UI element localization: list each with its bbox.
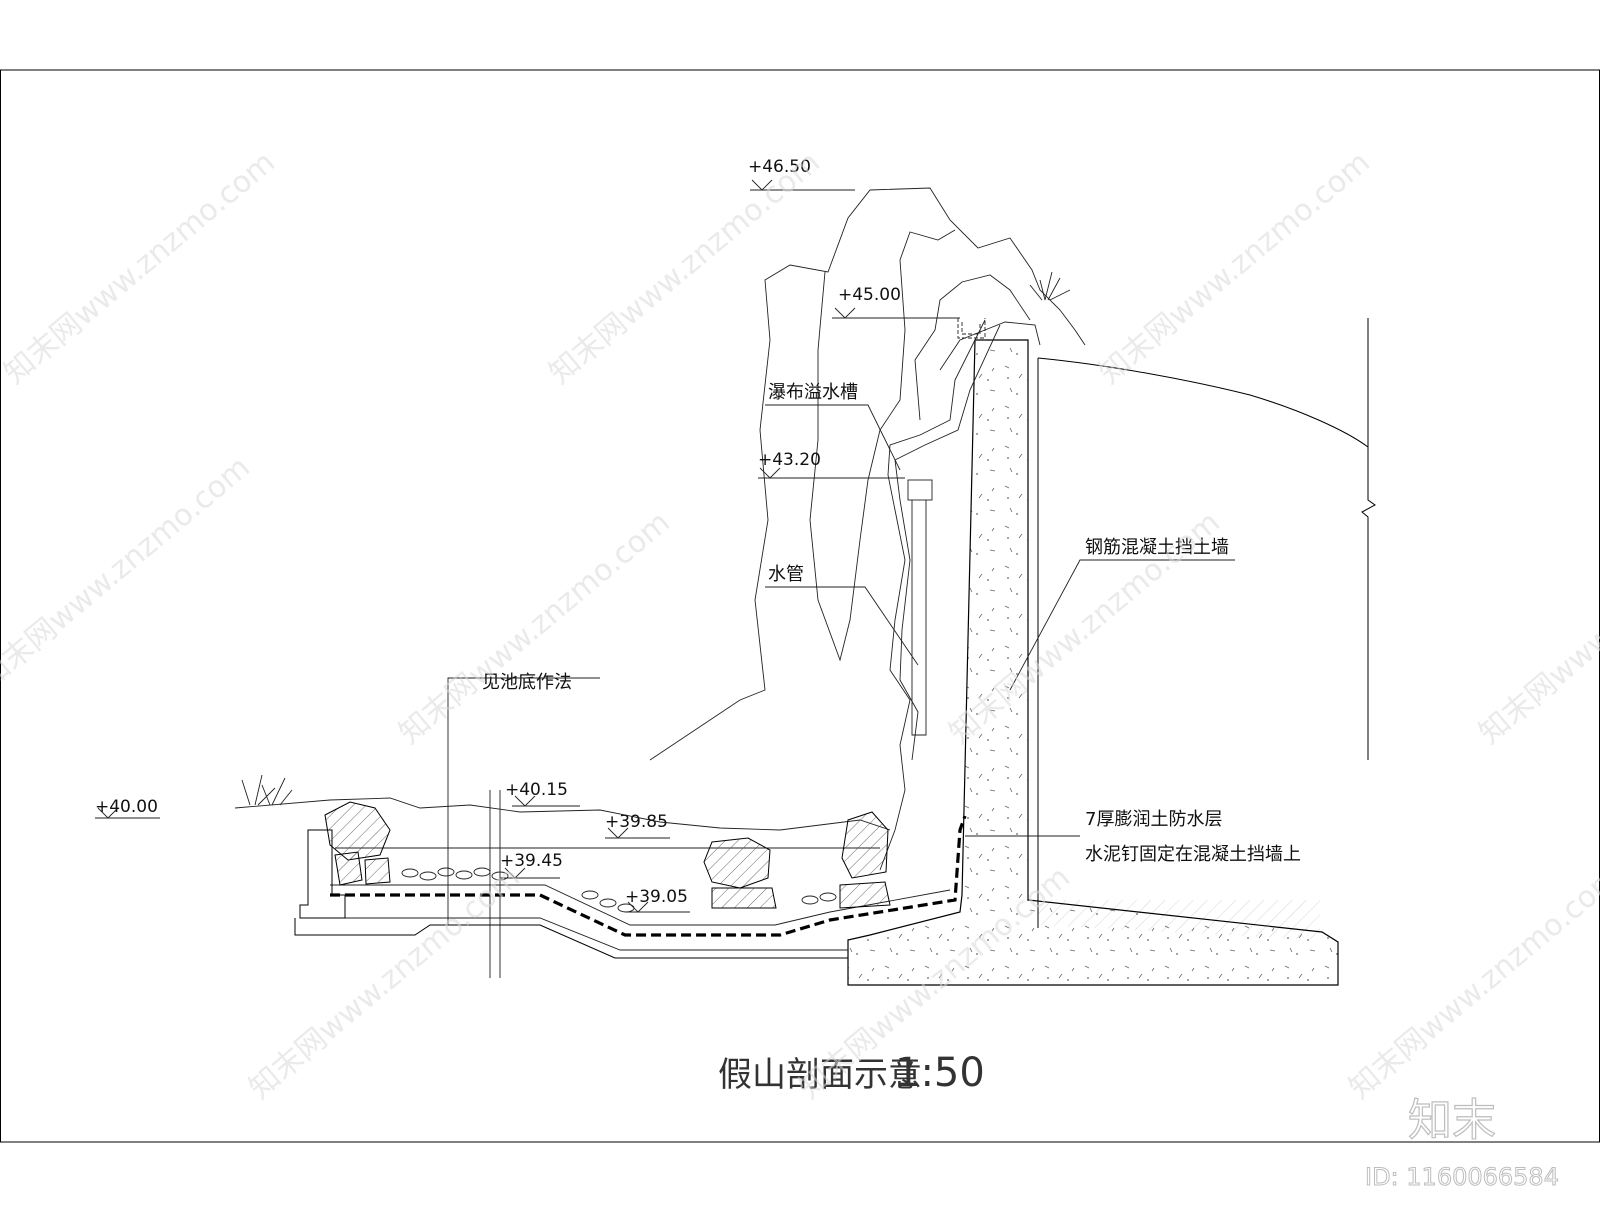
pool-edge-wall (299, 829, 346, 919)
elevation-39-05: +39.05 (625, 887, 690, 913)
pipe-head (907, 479, 933, 501)
svg-text:+39.45: +39.45 (500, 851, 563, 871)
pool-base-mid (330, 917, 848, 951)
watermark-id: ID: 1160066584 (1365, 1163, 1559, 1191)
label-waterproof: 7厚膨润土防水层 水泥钉固定在混凝土挡墙上 (965, 809, 1301, 865)
label-overflow-trough: 瀑布溢水槽 (765, 382, 901, 471)
svg-text:+39.85: +39.85 (605, 812, 668, 832)
svg-text:+40.15: +40.15 (505, 780, 568, 800)
watermark-brand: 知末 (1408, 1095, 1496, 1146)
svg-text:水泥钉固定在混凝土挡墙上: 水泥钉固定在混凝土挡墙上 (1085, 844, 1301, 865)
plant-left (241, 774, 293, 806)
pool-bed-line (330, 884, 951, 926)
svg-text:+45.00: +45.00 (838, 285, 901, 305)
svg-text:7厚膨润土防水层: 7厚膨润土防水层 (1085, 809, 1222, 830)
svg-text:+46.50: +46.50 (748, 157, 811, 177)
waterfall-face (879, 319, 986, 871)
rockery-inner-2 (914, 274, 1031, 421)
svg-text:见池底作法: 见池底作法 (482, 672, 572, 693)
pool-base-outer (294, 918, 848, 959)
elevation-45-00: +45.00 (832, 285, 960, 319)
rockery-inner-1 (809, 229, 956, 662)
elevation-43-20: +43.20 (758, 450, 905, 479)
svg-text:水管: 水管 (768, 564, 804, 585)
drawing-title: 假山剖面示意 1:50 (718, 1050, 985, 1096)
plant-top (1029, 271, 1071, 301)
svg-text:+39.05: +39.05 (625, 887, 688, 907)
elevation-40-00: +40.00 (95, 797, 160, 819)
elevation-39-45: +39.45 (500, 851, 563, 879)
pool-pipe (489, 790, 501, 978)
overflow-trough (957, 318, 986, 339)
svg-text:知末网www.znzmo.com: 知末网www.znzmo.com (393, 505, 677, 751)
label-pool-bottom: 见池底作法 (447, 672, 600, 925)
svg-text:假山剖面示意: 假山剖面示意 (718, 1055, 922, 1095)
elevation-39-85: +39.85 (605, 812, 670, 839)
rockery-inner-3 (939, 321, 1041, 371)
svg-text:知末网www.znzmo.com: 知末网www.znzmo.com (1093, 145, 1377, 391)
watermark-text: 知末网www.znzmo.com 知末网www.znzmo.com 知末网www… (0, 145, 1600, 1106)
label-water-pipe: 水管 (765, 564, 919, 666)
label-retaining-wall: 钢筋混凝土挡土墙 (1009, 537, 1235, 691)
slope-ground-line (1037, 357, 1369, 448)
elevation-46-50: +46.50 (748, 157, 855, 191)
rockery-outline (649, 187, 1086, 761)
retaining-wall (847, 339, 1339, 986)
svg-text:1:50: 1:50 (895, 1050, 985, 1096)
svg-text:知末网www.znzmo.com: 知末网www.znzmo.com (1473, 505, 1600, 751)
drawing-frame (0, 69, 1600, 1143)
svg-text:钢筋混凝土挡土墙: 钢筋混凝土挡土墙 (1085, 537, 1229, 558)
water-pipe-line (911, 500, 927, 736)
svg-text:知末网www.znzmo.com: 知末网www.znzmo.com (243, 860, 527, 1106)
elevation-40-15: +40.15 (505, 780, 580, 807)
break-line (1361, 318, 1376, 760)
svg-text:知末网www.znzmo.com: 知末网www.znzmo.com (0, 145, 282, 391)
svg-text:知末网www.znzmo.com: 知末网www.znzmo.com (0, 450, 257, 696)
svg-text:知末网www.znzmo.com: 知末网www.znzmo.com (1343, 860, 1600, 1106)
pool-ground-line (234, 797, 891, 831)
svg-text:知末网www.znzmo.com: 知末网www.znzmo.com (543, 145, 827, 391)
waterfall-face-2 (894, 324, 1001, 761)
boulders (324, 801, 891, 909)
svg-text:瀑布溢水槽: 瀑布溢水槽 (768, 382, 858, 403)
svg-text:+40.00: +40.00 (95, 797, 158, 817)
pool-waterproof (330, 815, 967, 937)
svg-text:+43.20: +43.20 (758, 450, 821, 470)
